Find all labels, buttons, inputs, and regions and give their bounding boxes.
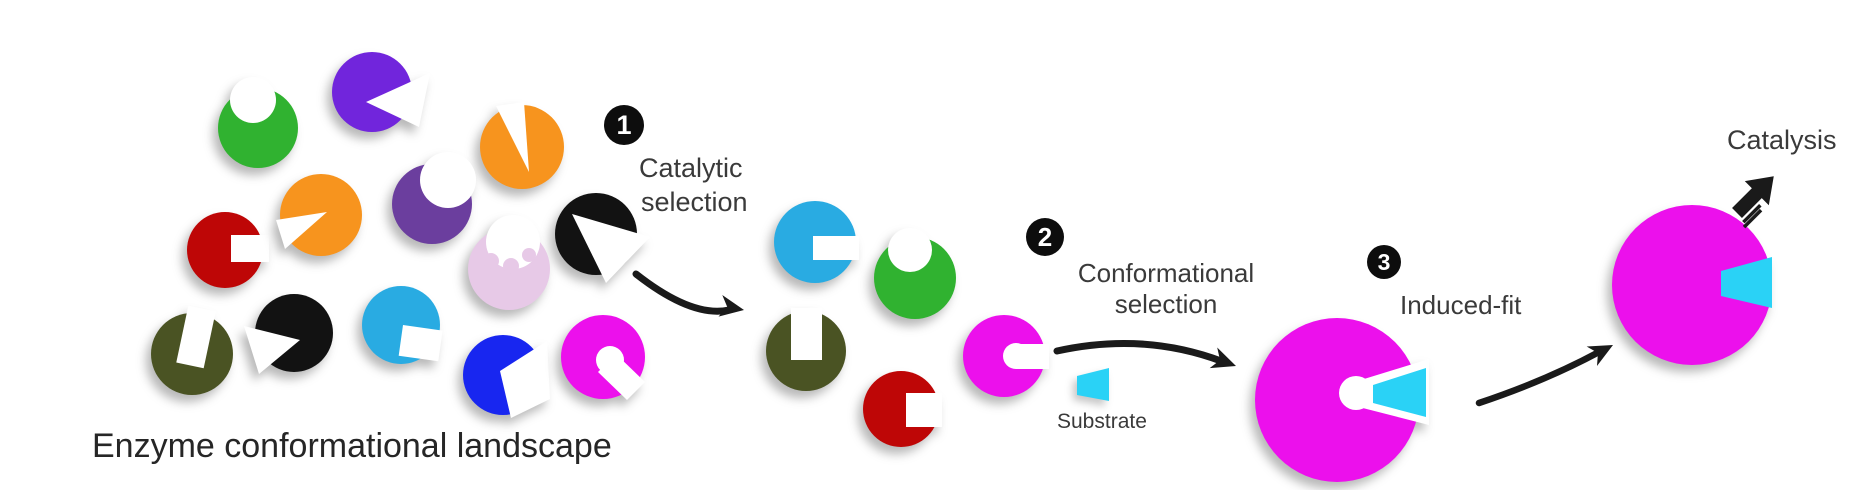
step1-number: 1 — [616, 110, 631, 140]
step1-arrowhead — [718, 294, 744, 317]
enzyme-green-crescent — [218, 77, 298, 168]
landscape-cluster — [151, 52, 650, 418]
enzyme-magenta-open — [963, 315, 1049, 397]
bite-bump — [503, 258, 519, 274]
step3-label: Induced-fit — [1400, 290, 1522, 320]
bite-bump — [483, 253, 499, 269]
enzyme-body — [1255, 318, 1419, 482]
step3-number: 3 — [1378, 249, 1391, 275]
catalysis-label: Catalysis — [1727, 125, 1837, 155]
step2-group: 2 Conformational selection Substrate — [1026, 218, 1254, 433]
step2-arrowhead — [1209, 347, 1236, 369]
step1-group: 1 Catalytic selection — [604, 105, 748, 317]
selected-cluster — [766, 201, 1049, 447]
substrate-label: Substrate — [1057, 410, 1147, 433]
bite-shape — [791, 308, 822, 360]
active-site-hole — [596, 346, 624, 374]
enzyme-olive-notch-2 — [766, 308, 846, 391]
active-site-hole — [1339, 376, 1373, 410]
step2-badge — [1026, 218, 1064, 256]
enzyme-purple-crescent — [392, 152, 476, 244]
enzyme-black-wedge — [555, 193, 650, 283]
bite-shape — [244, 326, 300, 374]
step2-label-line1: Conformational — [1078, 258, 1254, 288]
enzyme-sky-square-notch — [362, 286, 443, 364]
bound-substrate — [1721, 257, 1772, 308]
active-site-hole — [1003, 343, 1029, 369]
landscape-caption: Enzyme conformational landscape — [92, 427, 612, 465]
step3-badge — [1367, 245, 1401, 279]
catalysis-group: Catalysis — [1727, 125, 1837, 229]
substrate-group — [1077, 368, 1109, 401]
bite-shape — [496, 102, 529, 172]
step3-group: 3 Induced-fit — [1367, 245, 1613, 407]
enzyme-orange-narrow-notch — [480, 102, 564, 189]
bite-shape — [366, 73, 430, 127]
bite-shape — [276, 212, 327, 249]
enzyme-induced-fit-complex — [1612, 205, 1772, 365]
enzyme-thistle-jagged — [468, 215, 550, 310]
enzyme-red-square-notch-2 — [863, 371, 942, 447]
step2-arrow — [1053, 339, 1225, 365]
bite-shape — [500, 341, 550, 418]
bite-shape — [420, 152, 476, 208]
enzyme-orange-thin-slice — [276, 174, 362, 256]
enzyme-body — [187, 212, 263, 288]
step1-arrow — [632, 270, 733, 315]
step2-label-line2: selection — [1115, 289, 1218, 319]
step2-number: 2 — [1038, 222, 1052, 252]
enzyme-body — [1612, 205, 1772, 365]
enzyme-violet-pacman — [332, 52, 430, 132]
step3-arrow — [1475, 348, 1603, 407]
bound-substrate — [1373, 368, 1426, 417]
bite-bump — [522, 248, 536, 262]
catalysis-arrow — [1732, 176, 1774, 229]
bite-shape — [231, 235, 269, 262]
enzyme-body — [863, 371, 939, 447]
bite-shape — [176, 305, 216, 369]
step1-label-line1: Catalytic — [639, 153, 743, 183]
substrate-shape — [1077, 368, 1109, 401]
bite-shape — [888, 228, 932, 272]
bite-shape — [906, 393, 942, 427]
enzyme-black-pacman-left — [244, 294, 333, 374]
bite-shape — [572, 214, 650, 283]
enzyme-red-square-notch — [187, 212, 269, 288]
bite-shape — [398, 325, 443, 362]
step3-arrowhead — [1586, 345, 1613, 366]
enzyme-olive-tilted-notch — [151, 305, 233, 395]
enzyme-green-crescent-2 — [874, 228, 956, 319]
enzyme-magenta-keyhole — [561, 315, 645, 400]
bite-shape — [813, 236, 859, 260]
enzyme-blue-angular-bite — [463, 335, 550, 418]
step1-badge — [604, 105, 644, 145]
step1-label-line2: selection — [641, 187, 748, 217]
enzyme-sky-square-notch-2 — [774, 201, 859, 283]
bite-shape — [230, 77, 276, 123]
enzyme-selected-binding — [1255, 318, 1429, 482]
